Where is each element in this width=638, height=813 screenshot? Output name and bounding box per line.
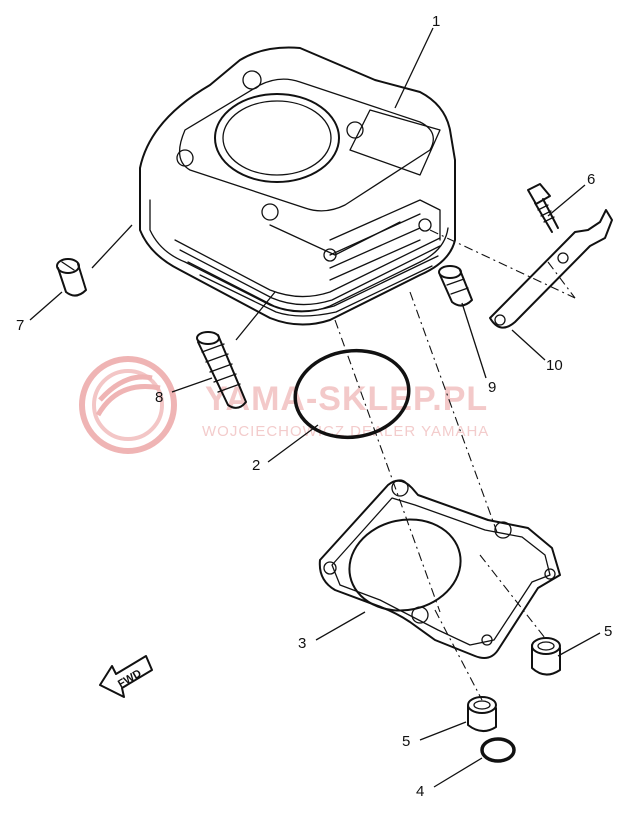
watermark-sub-text: WOJCIECHOWICZ DEALER YAMAHA	[202, 423, 489, 440]
dealer-logo	[79, 356, 177, 454]
callout-8: 8	[155, 389, 163, 406]
callout-6: 6	[587, 171, 595, 188]
plug	[56, 258, 87, 297]
o-ring	[293, 348, 411, 440]
callout-9: 9	[488, 379, 496, 396]
cylinder-gasket	[318, 479, 561, 659]
leader-lines	[29, 27, 601, 788]
fwd-arrow-marker: FWD	[99, 655, 153, 698]
dowel-pin-right	[531, 637, 561, 676]
callout-1: 1	[432, 13, 440, 30]
watermark: YAMA-SKLEP.PL WOJCIECHOWICZ DEALER YAMAH…	[79, 356, 489, 454]
stud-bolt	[196, 331, 247, 409]
dowel-pin-upper	[438, 265, 473, 307]
callout-5-right: 5	[604, 623, 612, 640]
callout-7: 7	[16, 317, 24, 334]
bolt	[527, 183, 559, 233]
cylinder	[139, 46, 456, 326]
callout-10: 10	[546, 357, 563, 374]
dowel-pin-lower	[467, 696, 497, 732]
callout-5-lower: 5	[402, 733, 410, 750]
watermark-main-text: YAMA-SKLEP.PL	[205, 380, 488, 418]
callout-labels: 1 2 3 4 5 5 6 7 8 9 10	[16, 13, 612, 800]
callout-2: 2	[252, 457, 260, 474]
callout-3: 3	[298, 635, 306, 652]
bracket	[489, 209, 613, 329]
callout-4: 4	[416, 783, 424, 800]
small-o-ring	[480, 737, 516, 763]
